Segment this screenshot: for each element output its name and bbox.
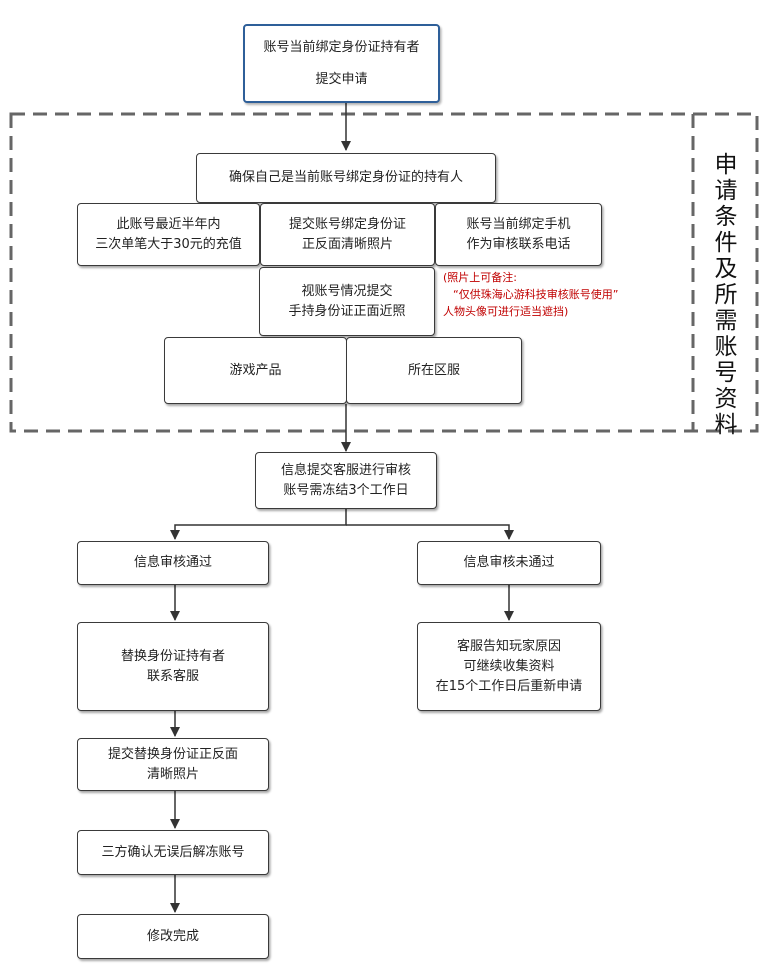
review-passed-node: 信息审核通过 bbox=[77, 541, 269, 585]
branch-line bbox=[170, 509, 347, 540]
condition-game-product: 游戏产品 bbox=[164, 337, 347, 404]
unfreeze-node: 三方确认无误后解冻账号 bbox=[77, 830, 269, 875]
review-line1: 信息提交客服进行审核 bbox=[280, 462, 411, 478]
review-line2: 账号需冻结3个工作日 bbox=[283, 482, 409, 498]
side-char: 及 bbox=[714, 256, 738, 282]
side-char: 申 bbox=[714, 152, 738, 178]
condition-id-photo-line2: 正反面清晰照片 bbox=[301, 236, 393, 252]
done-text: 修改完成 bbox=[146, 928, 199, 944]
fail-notice-line2: 可继续收集资料 bbox=[463, 658, 555, 674]
photo-note: (照片上可备注: “仅供珠海心游科技审核账号使用” 人物头像可进行适当遮挡) bbox=[443, 269, 618, 320]
start-line2: 提交申请 bbox=[315, 71, 368, 87]
review-failed-node: 信息审核未通过 bbox=[417, 541, 601, 585]
condition-header: 确保自己是当前账号绑定身份证的持有人 bbox=[196, 153, 496, 203]
condition-server-region-text: 所在区服 bbox=[407, 362, 460, 378]
condition-hold-photo-line2: 手持身份证正面近照 bbox=[288, 303, 406, 319]
done-node: 修改完成 bbox=[77, 914, 269, 959]
start-node: 账号当前绑定身份证持有者 提交申请 bbox=[243, 24, 440, 103]
condition-phone: 账号当前绑定手机 作为审核联系电话 bbox=[435, 203, 602, 266]
side-char: 号 bbox=[714, 360, 738, 386]
condition-recharge-line2: 三次单笔大于30元的充值 bbox=[95, 236, 242, 252]
photo-note-line3: 人物头像可进行适当遮挡) bbox=[443, 305, 569, 318]
condition-id-photo-line1: 提交账号绑定身份证 bbox=[288, 216, 406, 232]
fail-notice-line1: 客服告知玩家原因 bbox=[456, 638, 561, 654]
requirements-region bbox=[9, 112, 759, 433]
fail-notice-node: 客服告知玩家原因 可继续收集资料 在15个工作日后重新申请 bbox=[417, 622, 601, 711]
side-char: 需 bbox=[714, 308, 738, 334]
side-char: 所 bbox=[714, 282, 738, 308]
condition-game-product-text: 游戏产品 bbox=[229, 362, 282, 378]
replace-holder-line2: 联系客服 bbox=[146, 668, 199, 684]
photo-note-line1: (照片上可备注: bbox=[443, 271, 517, 284]
condition-hold-photo-line1: 视账号情况提交 bbox=[301, 283, 393, 299]
condition-phone-line2: 作为审核联系电话 bbox=[466, 236, 571, 252]
fail-notice-line3: 在15个工作日后重新申请 bbox=[435, 678, 583, 694]
condition-server-region: 所在区服 bbox=[346, 337, 522, 404]
review-passed-text: 信息审核通过 bbox=[133, 555, 212, 570]
photo-note-line2: “仅供珠海心游科技审核账号使用” bbox=[453, 288, 619, 301]
submit-replace-line2: 清晰照片 bbox=[146, 766, 199, 782]
branch-line-right bbox=[346, 524, 514, 540]
condition-id-photo: 提交账号绑定身份证 正反面清晰照片 bbox=[260, 203, 435, 266]
start-line1: 账号当前绑定身份证持有者 bbox=[263, 39, 420, 55]
side-char: 条 bbox=[714, 204, 738, 230]
side-char: 件 bbox=[714, 230, 738, 256]
condition-phone-line1: 账号当前绑定手机 bbox=[466, 216, 571, 232]
condition-recharge: 此账号最近半年内 三次单笔大于30元的充值 bbox=[77, 203, 260, 266]
replace-holder-line1: 替换身份证持有者 bbox=[120, 648, 225, 664]
side-char: 资 bbox=[714, 386, 738, 412]
replace-holder-node: 替换身份证持有者 联系客服 bbox=[77, 622, 269, 711]
unfreeze-text: 三方确认无误后解冻账号 bbox=[101, 844, 245, 860]
condition-recharge-line1: 此账号最近半年内 bbox=[116, 216, 221, 232]
submit-replace-line1: 提交替换身份证正反面 bbox=[107, 746, 238, 762]
requirements-side-label: 申 请 条 件 及 所 需 账 号 资 料 bbox=[709, 152, 743, 438]
side-char: 料 bbox=[714, 412, 738, 438]
review-node: 信息提交客服进行审核 账号需冻结3个工作日 bbox=[255, 452, 437, 509]
submit-replace-node: 提交替换身份证正反面 清晰照片 bbox=[77, 738, 269, 791]
condition-header-text: 确保自己是当前账号绑定身份证的持有人 bbox=[228, 170, 463, 185]
review-failed-text: 信息审核未通过 bbox=[463, 555, 555, 570]
side-char: 账 bbox=[714, 334, 738, 360]
side-char: 请 bbox=[714, 178, 738, 204]
condition-hold-photo: 视账号情况提交 手持身份证正面近照 bbox=[259, 267, 435, 336]
